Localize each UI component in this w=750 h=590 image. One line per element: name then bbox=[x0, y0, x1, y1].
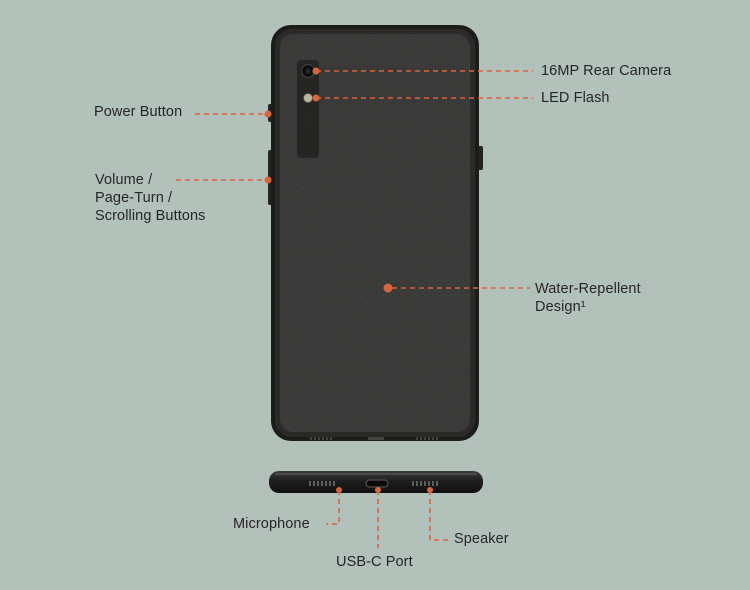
label-usb-c-port: USB-C Port bbox=[336, 554, 413, 570]
label-rear-camera: 16MP Rear Camera bbox=[541, 63, 672, 79]
usb-c-port bbox=[365, 479, 389, 488]
back-bottom-grille bbox=[310, 437, 438, 440]
label-microphone: Microphone bbox=[233, 516, 310, 532]
callout-dot-microphone bbox=[336, 487, 342, 493]
led-flash bbox=[303, 93, 313, 103]
callout-dot-usb bbox=[375, 487, 381, 493]
label-volume-buttons: Volume / Page-Turn / Scrolling Buttons bbox=[95, 171, 206, 225]
label-water-line-1: Water-Repellent bbox=[535, 281, 641, 297]
callout-dot-camera bbox=[312, 67, 320, 75]
rear-camera-glass bbox=[305, 68, 311, 74]
label-volume-line-1: Volume / bbox=[95, 172, 153, 188]
phone-back-grain bbox=[280, 34, 470, 432]
camera-strip bbox=[297, 60, 319, 158]
callout-line-speaker bbox=[429, 490, 450, 541]
label-volume-line-2: Page-Turn / bbox=[95, 190, 173, 206]
label-water-line-2: Design¹ bbox=[535, 299, 586, 315]
label-power-button: Power Button bbox=[94, 104, 183, 120]
speaker-grille bbox=[412, 481, 438, 486]
phone-bottom-highlight bbox=[275, 473, 477, 475]
microphone-grille bbox=[309, 481, 335, 486]
label-led-flash: LED Flash bbox=[541, 90, 610, 106]
callout-dot-water bbox=[383, 283, 393, 293]
callout-dot-volume bbox=[264, 176, 272, 184]
callout-dot-speaker bbox=[427, 487, 433, 493]
callout-line-microphone bbox=[326, 490, 340, 525]
camera-strip-marks: · · · bbox=[306, 117, 313, 127]
label-volume-line-3: Scrolling Buttons bbox=[95, 208, 206, 224]
label-water-repellent: Water-Repellent Design¹ bbox=[535, 280, 641, 316]
callout-dot-flash bbox=[312, 94, 320, 102]
label-speaker: Speaker bbox=[454, 531, 509, 547]
callout-dot-power bbox=[264, 110, 272, 118]
